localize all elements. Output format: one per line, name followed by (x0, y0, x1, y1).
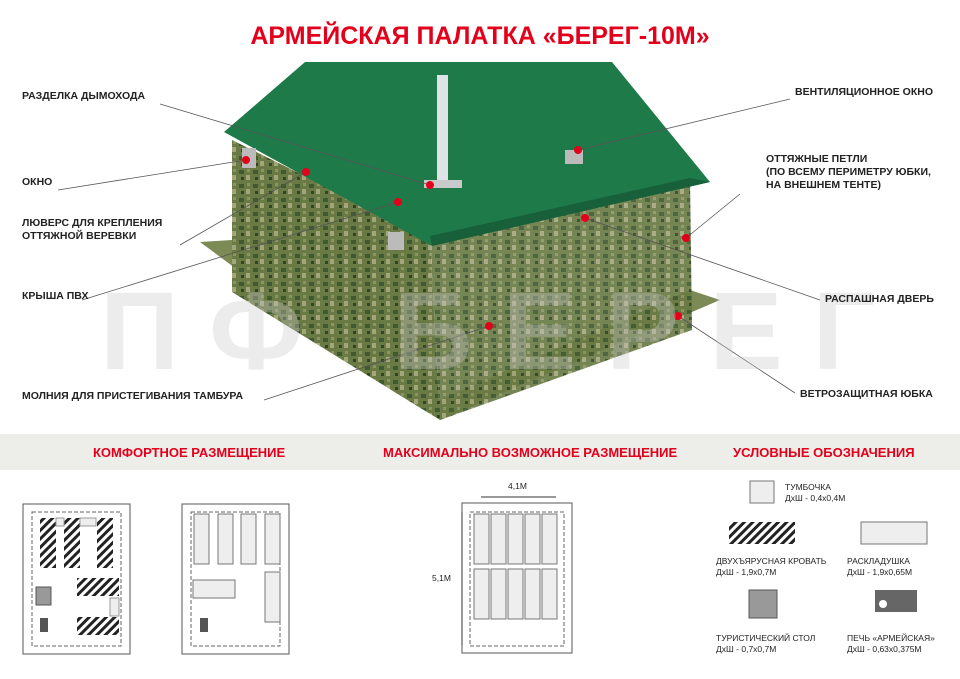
heading-max: МАКСИМАЛЬНО ВОЗМОЖНОЕ РАЗМЕЩЕНИЕ (383, 445, 678, 460)
label-chimney: РАЗДЕЛКА ДЫМОХОДА (22, 90, 146, 102)
tent-roof (224, 62, 710, 246)
plan-max (461, 496, 573, 654)
page-title: АРМЕЙСКАЯ ПАЛАТКА «БЕРЕГ-10М» (250, 22, 710, 50)
section-band (0, 434, 960, 470)
dimension-width: 4,1М (508, 481, 527, 491)
tent-right-wall (430, 178, 692, 420)
label-loops-3: НА ВНЕШНЕМ ТЕНТЕ) (766, 179, 881, 191)
label-grommet-1: ЛЮВЕРС ДЛЯ КРЕПЛЕНИЯ (22, 217, 163, 229)
label-window: ОКНО (22, 176, 53, 188)
label-loops-2: (ПО ВСЕМУ ПЕРИМЕТРУ ЮБКИ, (766, 166, 931, 178)
chimney-pipe (437, 75, 448, 185)
heading-legend: УСЛОВНЫЕ ОБОЗНАЧЕНИЯ (733, 445, 915, 460)
legend-item-stove: ПЕЧЬ «АРМЕЙСКАЯ»ДхШ - 0,63х0,375М (847, 633, 935, 654)
plan-comfort (22, 503, 131, 655)
label-loops-1: ОТТЯЖНЫЕ ПЕТЛИ (766, 153, 868, 165)
label-grommet-2: ОТТЯЖНОЙ ВЕРЕВКИ (22, 230, 137, 242)
label-skirt: ВЕТРОЗАЩИТНАЯ ЮБКА (800, 388, 933, 400)
label-door: РАСПАШНАЯ ДВЕРЬ (825, 293, 934, 305)
label-roof: КРЫША ПВХ (22, 290, 89, 302)
plan-cots (181, 503, 290, 655)
callout-dots (242, 146, 690, 330)
legend-symbols (729, 480, 928, 619)
dimension-length: 5,1М (432, 573, 451, 583)
label-vent: ВЕНТИЛЯЦИОННОЕ ОКНО (795, 86, 934, 98)
watermark: ПФ БЕРЕГ (100, 270, 906, 393)
label-zipper: МОЛНИЯ ДЛЯ ПРИСТЕГИВАНИЯ ТАМБУРА (22, 390, 244, 402)
tent-left-wall (232, 140, 440, 420)
heading-comfort: КОМФОРТНОЕ РАЗМЕЩЕНИЕ (93, 445, 286, 460)
